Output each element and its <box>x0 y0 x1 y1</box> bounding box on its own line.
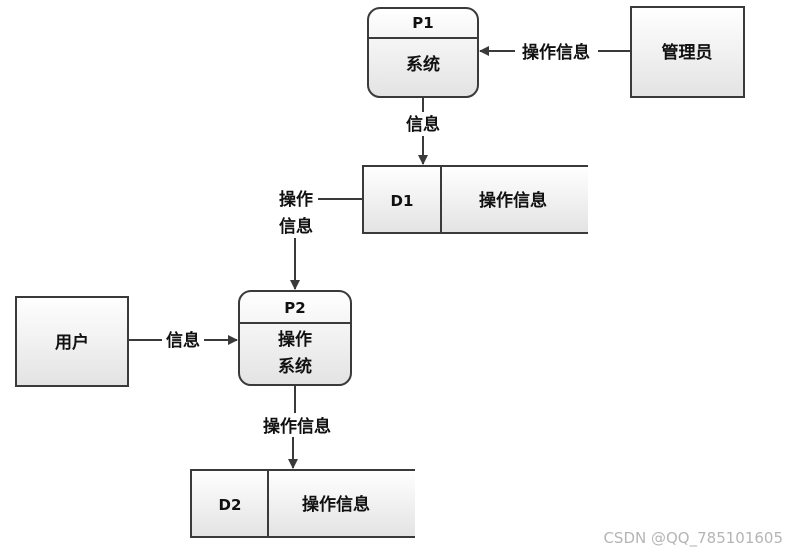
flow-admin-to-p1-label: 操作信息 <box>522 42 590 63</box>
flow-d1-to-p2-label-line1: 操作 <box>279 189 313 210</box>
flow-d1-to-p2: 操作 信息 <box>279 189 363 290</box>
flow-p2-to-d2-label: 操作信息 <box>263 416 331 437</box>
datastore-d2-shape <box>190 469 415 538</box>
entity-user-label: 用户 <box>55 332 89 353</box>
flow-p1-to-d1-label: 信息 <box>406 114 440 135</box>
datastore-d1: D1 操作信息 <box>362 165 588 234</box>
flow-user-to-p2-label: 信息 <box>166 330 200 351</box>
process-p2-name-line2: 系统 <box>278 356 312 377</box>
datastore-d1-id: D1 <box>391 192 414 210</box>
entity-admin-shape <box>630 6 745 98</box>
process-p2-name-line1: 操作 <box>278 329 312 350</box>
datastore-d2-name: 操作信息 <box>302 494 370 515</box>
entity-user-shape <box>15 296 129 387</box>
process-p2: P2 操作 系统 <box>238 290 352 386</box>
process-p2-id: P2 <box>284 299 305 317</box>
process-p1-name: 系统 <box>406 54 440 75</box>
flow-p2-to-d2: 操作信息 <box>263 385 331 469</box>
datastore-d2: D2 操作信息 <box>190 469 415 538</box>
flow-d1-to-p2-label-line2: 信息 <box>279 216 313 237</box>
entity-admin-label: 管理员 <box>662 42 713 63</box>
watermark: CSDN @QQ_785101605 <box>603 529 783 548</box>
flow-user-to-p2: 信息 <box>128 330 238 351</box>
entity-user: 用户 <box>15 296 129 387</box>
entity-admin: 管理员 <box>630 6 745 98</box>
datastore-d2-id: D2 <box>219 496 242 514</box>
flow-admin-to-p1: 操作信息 <box>479 42 631 63</box>
process-p1: P1 系统 <box>367 7 479 98</box>
datastore-d1-name: 操作信息 <box>479 190 547 211</box>
process-p1-id: P1 <box>412 14 433 32</box>
flow-p1-to-d1: 信息 <box>406 97 440 165</box>
